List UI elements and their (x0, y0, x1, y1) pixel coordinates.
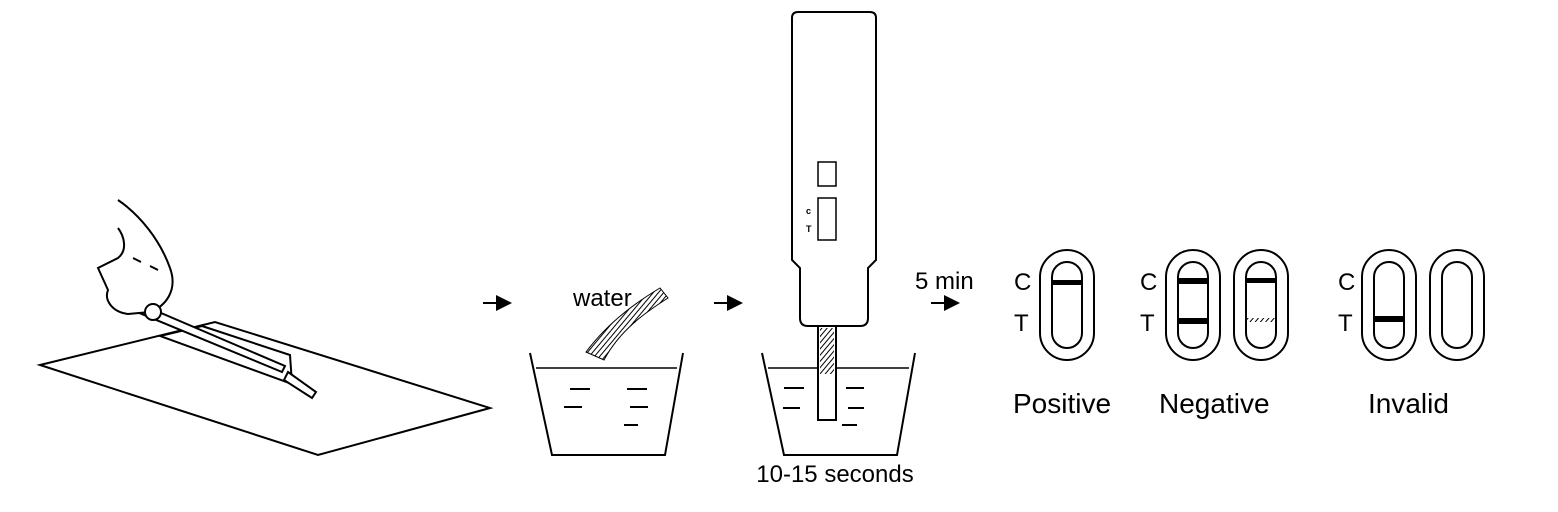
c-letter: C (1014, 269, 1031, 296)
window-c-label: c (806, 206, 811, 216)
control-line (1053, 280, 1081, 285)
water-step-illustration: water (529, 285, 684, 456)
control-line (1247, 278, 1275, 283)
wet-strip-icon (820, 328, 834, 374)
invalid-cassette-2 (1429, 249, 1485, 361)
invalid-cassette-1 (1361, 249, 1417, 361)
invalid-label: Invalid (1368, 388, 1449, 419)
positive-label: Positive (1013, 388, 1111, 419)
cup-icon (529, 352, 684, 456)
t-letter: T (1338, 310, 1353, 337)
cutting-step-illustration (36, 199, 494, 457)
negative-cassette-1 (1165, 249, 1221, 361)
sample-window (817, 161, 837, 187)
positive-cassette (1039, 249, 1095, 361)
dipping-step-illustration: c T 10-15 seconds (756, 11, 916, 488)
hand-icon (96, 199, 174, 316)
t-letter: T (1140, 310, 1155, 337)
results-step-illustration: 5 min C T Positive C T Negative C T (915, 249, 1485, 419)
water-label: water (572, 285, 632, 312)
strip-tip (282, 370, 318, 400)
test-line (1179, 318, 1207, 324)
window-t-label: T (806, 224, 812, 234)
c-letter: C (1338, 269, 1355, 296)
test-line (1375, 316, 1403, 322)
result-window (817, 197, 837, 241)
scissors-handle (144, 303, 162, 321)
c-letter: C (1140, 269, 1157, 296)
wait-time-label: 5 min (915, 268, 974, 295)
negative-label: Negative (1159, 388, 1270, 419)
negative-cassette-2 (1233, 249, 1289, 361)
cup-icon (761, 352, 916, 456)
paper-sheet (36, 320, 494, 457)
control-line (1179, 278, 1207, 284)
dip-time-label: 10-15 seconds (756, 461, 913, 488)
faint-test-line (1247, 318, 1275, 322)
t-letter: T (1014, 310, 1029, 337)
pouring-water-icon (585, 287, 669, 361)
